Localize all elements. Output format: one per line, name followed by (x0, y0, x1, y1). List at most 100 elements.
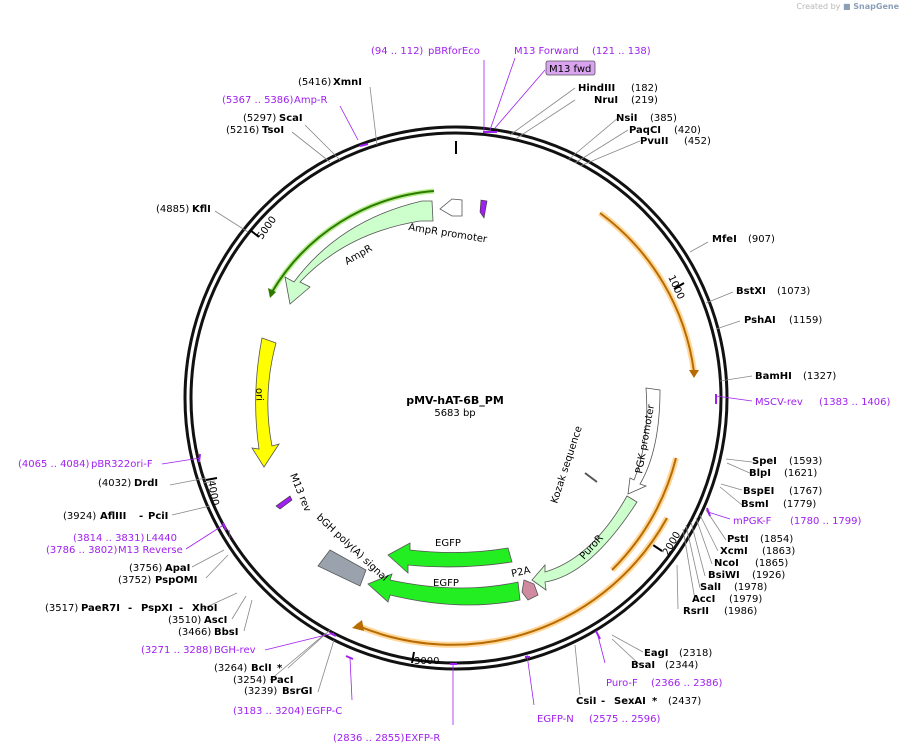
enzyme-blpi-pos: (1621) (784, 468, 817, 479)
enzyme-xmni: XmnI (333, 77, 362, 88)
enzyme-drdi-pos: (4032) (98, 478, 131, 489)
primer-marks (198, 131, 717, 665)
snapgene-logo: ■ SnapGene (842, 2, 899, 11)
m13-fwd-box-label: M13 fwd (549, 64, 591, 75)
enzyme-bcli-pos: (3264) (214, 663, 247, 674)
enzyme-csii-pos: (2437) (668, 696, 701, 707)
enzyme-pvuii: PvuII (640, 136, 668, 147)
enzyme-nrui: NruI (594, 95, 618, 106)
enzyme-bsmi-pos: (1779) (783, 499, 816, 510)
enzyme-tsoi-pos: (5216) (226, 125, 259, 136)
primer-l4440: L4440 (146, 533, 177, 544)
enzyme-hindiii: HindIII (578, 83, 615, 94)
enzyme-psti: PstI (727, 534, 749, 545)
tick-5000-mark (249, 229, 260, 238)
ltr-arc-bottom (355, 517, 668, 646)
enzyme-bamhi: BamHI (755, 371, 792, 382)
enzyme-apai: ApaI (165, 563, 190, 574)
enzyme-sexai: SexAI (614, 696, 646, 707)
enzyme-bbsi: BbsI (214, 627, 238, 638)
primer-egfp-c-pos: (3183 .. 3204) (233, 706, 305, 717)
plasmid-size: 5683 bp (434, 408, 475, 419)
primer-m13-reverse: M13 Reverse (118, 545, 183, 556)
ltr-arc-mid (611, 457, 677, 571)
pgk-promoter-feature (627, 387, 661, 495)
enzyme-sexai-star: * (652, 696, 658, 707)
enzyme-rsrii-pos: (1986) (724, 606, 757, 617)
enzyme-pspxi: PspXI (141, 603, 173, 614)
ltr-arc-bottom-glow (354, 516, 670, 648)
label-m13-rev: M13 rev (287, 472, 312, 514)
enzyme-acci: AccI (692, 594, 715, 605)
enzyme-paci-pos: (3254) (233, 675, 266, 686)
primer-amp-r: Amp-R (294, 95, 328, 106)
tick-1000-mark (673, 282, 685, 290)
enzyme-ncoi-pos: (1865) (755, 558, 788, 569)
primer-bgh-rev-pos: (3271 .. 3288) (141, 645, 213, 656)
primer-mscv-rev: MSCV-rev (755, 397, 803, 408)
enzyme-nsii: NsiI (616, 113, 637, 124)
primer-pbrforeco-pos: (94 .. 112) (371, 46, 423, 57)
enzyme-bcli-star: * (277, 663, 283, 674)
egfp-inner-feature (387, 542, 513, 574)
enzyme-nsii-pos: (385) (650, 113, 677, 124)
ltr-arc-bottom-head (352, 620, 364, 631)
ampr-promoter-feature (439, 198, 463, 217)
snapgene-credit: Created by ■ SnapGene (796, 2, 899, 11)
m13-rev-arrow (275, 495, 293, 510)
enzyme-mfei-pos: (907) (748, 234, 775, 245)
enzyme-paqci-pos: (420) (674, 125, 701, 136)
label-ampr-promoter: AmpR promoter (408, 222, 489, 245)
enzyme-xcmi: XcmI (720, 546, 748, 557)
primer-puro-f: Puro-F (606, 678, 638, 689)
enzyme-pshai: PshAI (744, 315, 776, 326)
enzyme-bsmi: BsmI (741, 499, 769, 510)
enzyme-asci-pos: (3510) (168, 615, 201, 626)
backbone-outer (183, 125, 729, 671)
label-p2a: P2A (510, 565, 531, 580)
enzyme-bsiwi: BsiWI (708, 570, 740, 581)
enzyme-rsrii: RsrII (683, 606, 709, 617)
label-egfp-outer: EGFP (433, 578, 459, 589)
primer-m13-forward-pos: (121 .. 138) (592, 46, 651, 57)
primer-mpgk-f: mPGK-F (733, 516, 772, 527)
enzyme-ncoi: NcoI (714, 558, 739, 569)
enzyme-bbsi-pos: (3466) (178, 627, 211, 638)
p2a-feature (521, 579, 539, 601)
tick-3000: 3000 (414, 656, 439, 667)
tick-2000-mark (652, 544, 663, 552)
enzyme-tsoi: TsoI (262, 125, 284, 136)
tick-2000: 2000 (661, 530, 683, 558)
m13-fwd-box (545, 60, 596, 76)
enzyme-kfli: KflI (192, 204, 211, 215)
primer-lines (161, 57, 753, 725)
enzyme-paer7i-sep1: - (128, 603, 132, 614)
enzyme-paer7i-pos: (3517) (45, 603, 78, 614)
enzyme-mfei: MfeI (712, 234, 737, 245)
enzyme-pshai-pos: (1159) (789, 315, 822, 326)
primer-mscv-rev-pos: (1383 .. 1406) (819, 397, 891, 408)
egfp-outer-feature (367, 573, 521, 606)
label-egfp-inner: EGFP (435, 538, 461, 549)
label-ori: ori (253, 388, 264, 401)
ampr-feature (284, 200, 434, 305)
ltr-arc-top (599, 212, 695, 373)
primer-m13-reverse-pos: (3786 .. 3802) (46, 545, 118, 556)
enzyme-afliii-sep: - (139, 511, 143, 522)
enzyme-bsai: BsaI (631, 660, 655, 671)
primer-egfp-c: EGFP-C (306, 706, 342, 717)
primer-exfp-r: EXFP-R (405, 733, 440, 744)
kozak-mark (584, 472, 598, 483)
enzyme-pspomi-pos: (3752) (118, 575, 151, 586)
primer-l4440-pos: (3814 .. 3831) (73, 533, 145, 544)
label-ampr: AmpR (343, 243, 374, 267)
enzyme-afliii-pos: (3924) (63, 511, 96, 522)
tick-4000: 4000 (205, 480, 220, 507)
enzyme-bsiwi-pos: (1926) (752, 570, 785, 581)
enzyme-pvuii-pos: (452) (684, 136, 711, 147)
enzyme-afliii: AflIII (100, 511, 126, 522)
ltr-arc-top-head (689, 370, 699, 378)
bgh-polya-feature (317, 549, 367, 587)
tick-4000-mark (205, 477, 218, 481)
credit-brand: SnapGene (853, 2, 899, 11)
